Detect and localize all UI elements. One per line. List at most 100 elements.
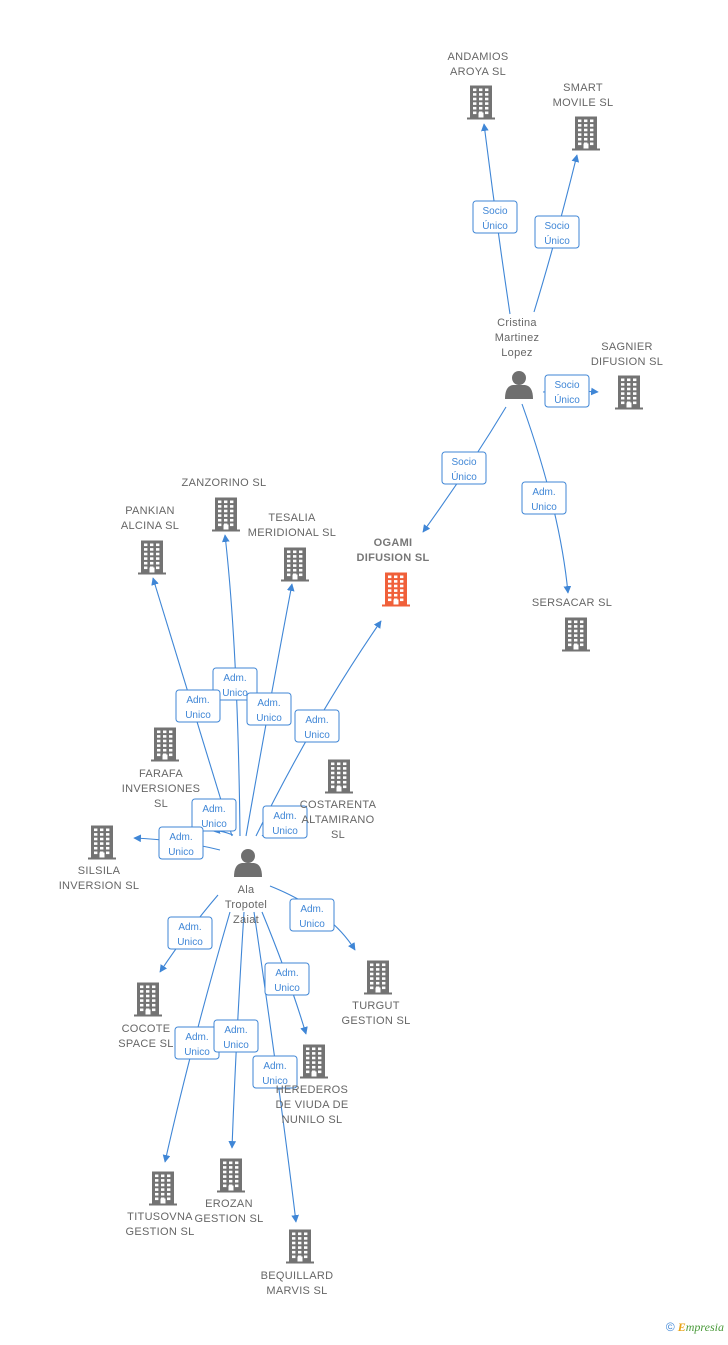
edge-label-ala-to-ogami[interactable]: Adm.Unico: [294, 709, 340, 743]
node-pankian[interactable]: PANKIAN ALCINA SL: [121, 505, 179, 575]
node-label: EROZAN: [205, 1198, 253, 1210]
edge-label-ala-to-pankian[interactable]: Adm.Unico: [175, 689, 221, 723]
edge-label-line: Adm.: [224, 1025, 247, 1036]
node-label: ANDAMIOS: [447, 51, 508, 63]
edge-label-ala-to-tesalia[interactable]: Adm.Unico: [246, 692, 292, 726]
node-label: OGAMI: [374, 537, 413, 549]
node-label: Lopez: [501, 347, 532, 359]
node-label: SL: [154, 798, 168, 810]
edge-label-ala-to-titusovna[interactable]: Adm. Unico: [174, 1026, 220, 1060]
person-icon: [505, 371, 533, 399]
node-label: SL: [331, 829, 345, 841]
node-label: ALTAMIRANO: [302, 814, 375, 826]
node-andamios[interactable]: ANDAMIOS AROYA SL: [447, 51, 508, 120]
node-label: SMART: [563, 82, 603, 94]
node-costarenta[interactable]: COSTARENTA ALTAMIRANO SL: [300, 759, 377, 842]
edge-label-ala-to-herederos[interactable]: Adm.Unico: [264, 962, 310, 996]
edge-label-line: Adm.: [263, 1061, 286, 1072]
edge-label-line: Unico: [262, 1076, 288, 1087]
edge-label-line: Único: [451, 470, 477, 483]
edge-label-line: Único: [554, 393, 580, 406]
edge-label-line: Unico: [256, 713, 282, 724]
node-label: ZANZORINO SL: [182, 477, 267, 489]
edge-label-ala-to-bequillard[interactable]: Adm. Unico: [252, 1055, 298, 1089]
edge-label-line: Unico: [222, 688, 248, 699]
node-label: COSTARENTA: [300, 799, 377, 811]
node-zanzorino[interactable]: ZANZORINO SL: [182, 477, 267, 532]
node-label: INVERSIONES: [122, 783, 201, 795]
building-icon: [149, 1171, 177, 1206]
edge-label-line: Adm.: [300, 904, 323, 915]
footer-brand: ©Empresia: [666, 1320, 724, 1335]
building-icon: [212, 497, 240, 532]
edge-label-line: Adm.: [185, 1032, 208, 1043]
person-icon: [234, 849, 262, 877]
edge-label-line: Adm.: [169, 832, 192, 843]
node-label: DIFUSION SL: [357, 552, 430, 564]
edge-label-line: Unico: [184, 1047, 210, 1058]
edge-label-ala-to-costarenta[interactable]: Adm.Unico: [262, 805, 308, 839]
node-label: SILSILA: [78, 865, 121, 877]
building-icon: [88, 825, 116, 860]
node-sersacar[interactable]: SERSACAR SL: [532, 597, 612, 652]
building-icon: [615, 375, 643, 410]
node-ogami[interactable]: OGAMI DIFUSION SL: [357, 537, 430, 607]
node-label: DE VIUDA DE: [276, 1099, 349, 1111]
building-icon: [467, 85, 495, 120]
edge-label-line: Unico: [531, 502, 557, 513]
edge-label-line: Socio: [544, 221, 569, 232]
edge-label-ala-to-turgut[interactable]: Adm.Unico: [289, 898, 335, 932]
building-icon: [572, 116, 600, 151]
edge-label-line: Unico: [168, 847, 194, 858]
building-icon: [364, 960, 392, 995]
edge-label-ala-to-farafa[interactable]: Adm.Unico: [191, 798, 237, 832]
building-icon: [151, 727, 179, 762]
node-label: AROYA SL: [450, 66, 506, 78]
edge-label-line: Único: [544, 234, 570, 247]
edge-label-ala-to-silsila[interactable]: Adm. Unico: [158, 826, 204, 860]
edge-label-ala-to-cocote[interactable]: Adm.Unico: [167, 916, 213, 950]
node-smart[interactable]: SMART MOVILE SL: [553, 82, 614, 151]
node-label: PANKIAN: [125, 505, 175, 517]
building-icon: [134, 982, 162, 1017]
building-icon: [281, 547, 309, 582]
building-icon: [382, 572, 410, 607]
building-icon: [217, 1158, 245, 1193]
node-label: MOVILE SL: [553, 97, 614, 109]
node-label: Cristina: [497, 317, 537, 329]
building-icon: [300, 1044, 328, 1079]
building-icon: [286, 1229, 314, 1264]
edge-label-ala-to-zanzorino[interactable]: Adm.Unico: [212, 667, 258, 701]
edge-label-line: Unico: [304, 730, 330, 741]
node-label: Zaiat: [233, 914, 259, 926]
node-label: Ala: [238, 884, 255, 896]
brand-name: mpresia: [685, 1320, 724, 1334]
edge-label-line: Unico: [185, 710, 211, 721]
edge-label-cristina-to-sersacar[interactable]: Adm.Unico: [521, 481, 567, 515]
nodes-layer: ANDAMIOS AROYA SL SMART MOVILE SL CristinaMa…: [59, 51, 663, 1298]
node-label: SERSACAR SL: [532, 597, 612, 609]
edge-label-line: Adm.: [273, 811, 296, 822]
edge-label-line: Socio: [554, 380, 579, 391]
edge-label-line: Unico: [201, 819, 227, 830]
node-label: ALCINA SL: [121, 520, 179, 532]
edge-label-ala-to-erozan[interactable]: Adm.Unico: [213, 1019, 259, 1053]
building-icon: [562, 617, 590, 652]
node-label: GESTION SL: [125, 1226, 194, 1238]
